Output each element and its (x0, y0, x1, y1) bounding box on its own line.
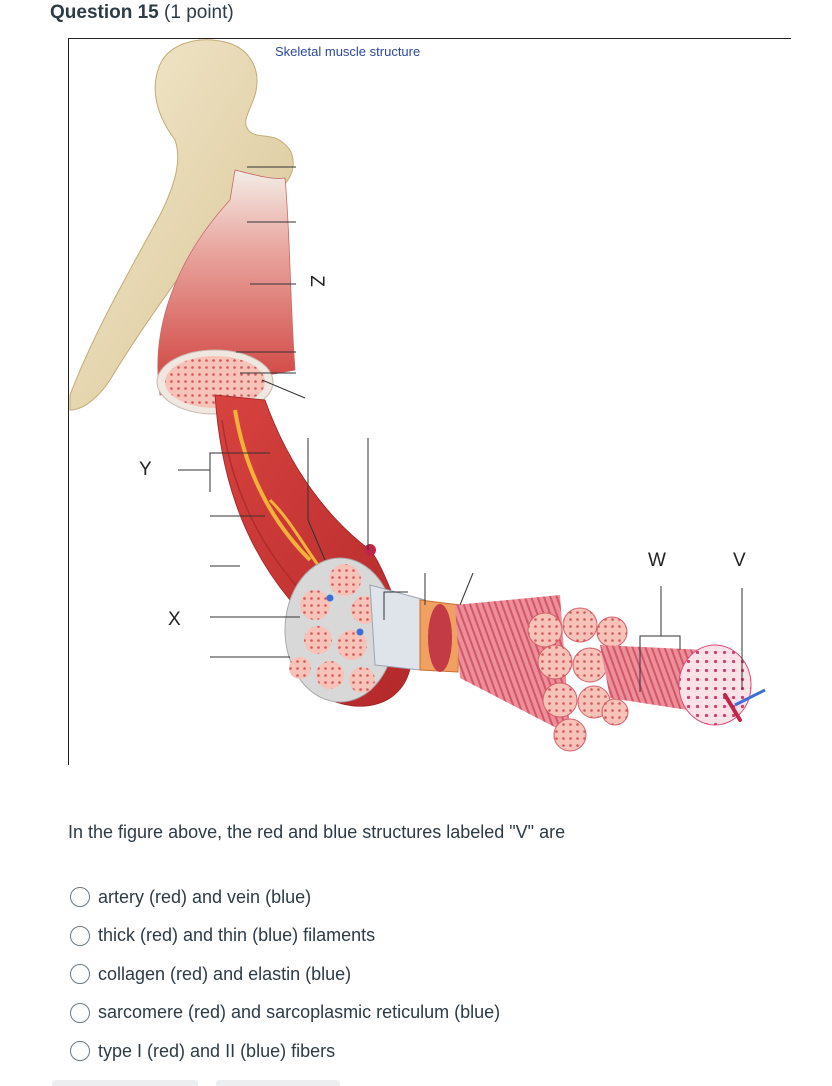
leader-lines (178, 166, 743, 692)
radio-button[interactable] (70, 964, 90, 985)
radio-button[interactable] (70, 1002, 90, 1023)
muscle-illustration (69, 39, 766, 752)
label-y: Y (139, 459, 152, 480)
muscle-fibers (455, 595, 629, 752)
fascicle-cross-section (284, 557, 396, 703)
radio-button[interactable] (70, 925, 90, 946)
label-w: W (648, 550, 666, 571)
radio-button[interactable] (70, 887, 90, 908)
radio-button[interactable] (70, 1041, 90, 1062)
answer-options: artery (red) and vein (blue) thick (red)… (70, 878, 500, 1071)
answer-option[interactable]: collagen (red) and elastin (blue) (70, 955, 500, 994)
answer-label: collagen (red) and elastin (blue) (98, 963, 352, 984)
figure-title: Skeletal muscle structure (275, 44, 421, 59)
answer-label: thick (red) and thin (blue) filaments (98, 925, 376, 946)
question-prompt: In the figure above, the red and blue st… (68, 822, 566, 842)
single-fiber (600, 644, 766, 726)
question-number: Question 15 (50, 2, 159, 23)
figure-frame (68, 38, 791, 765)
question-points: (1 point) (164, 2, 234, 23)
answer-label: artery (red) and vein (blue) (98, 886, 312, 907)
answer-option[interactable]: type I (red) and II (blue) fibers (70, 1032, 500, 1071)
label-v: V (733, 550, 746, 571)
label-z: Z (305, 275, 327, 287)
answer-option[interactable]: artery (red) and vein (blue) (70, 878, 500, 917)
question-header: Question 15 (1 point) (50, 2, 234, 24)
nav-button-next[interactable] (216, 1080, 340, 1086)
nav-button-previous[interactable] (52, 1080, 198, 1086)
answer-option[interactable]: thick (red) and thin (blue) filaments (70, 917, 500, 956)
answer-label: sarcomere (red) and sarcoplasmic reticul… (98, 1002, 501, 1023)
answer-option[interactable]: sarcomere (red) and sarcoplasmic reticul… (70, 994, 500, 1033)
label-x: X (168, 609, 181, 630)
answer-label: type I (red) and II (blue) fibers (98, 1040, 336, 1061)
